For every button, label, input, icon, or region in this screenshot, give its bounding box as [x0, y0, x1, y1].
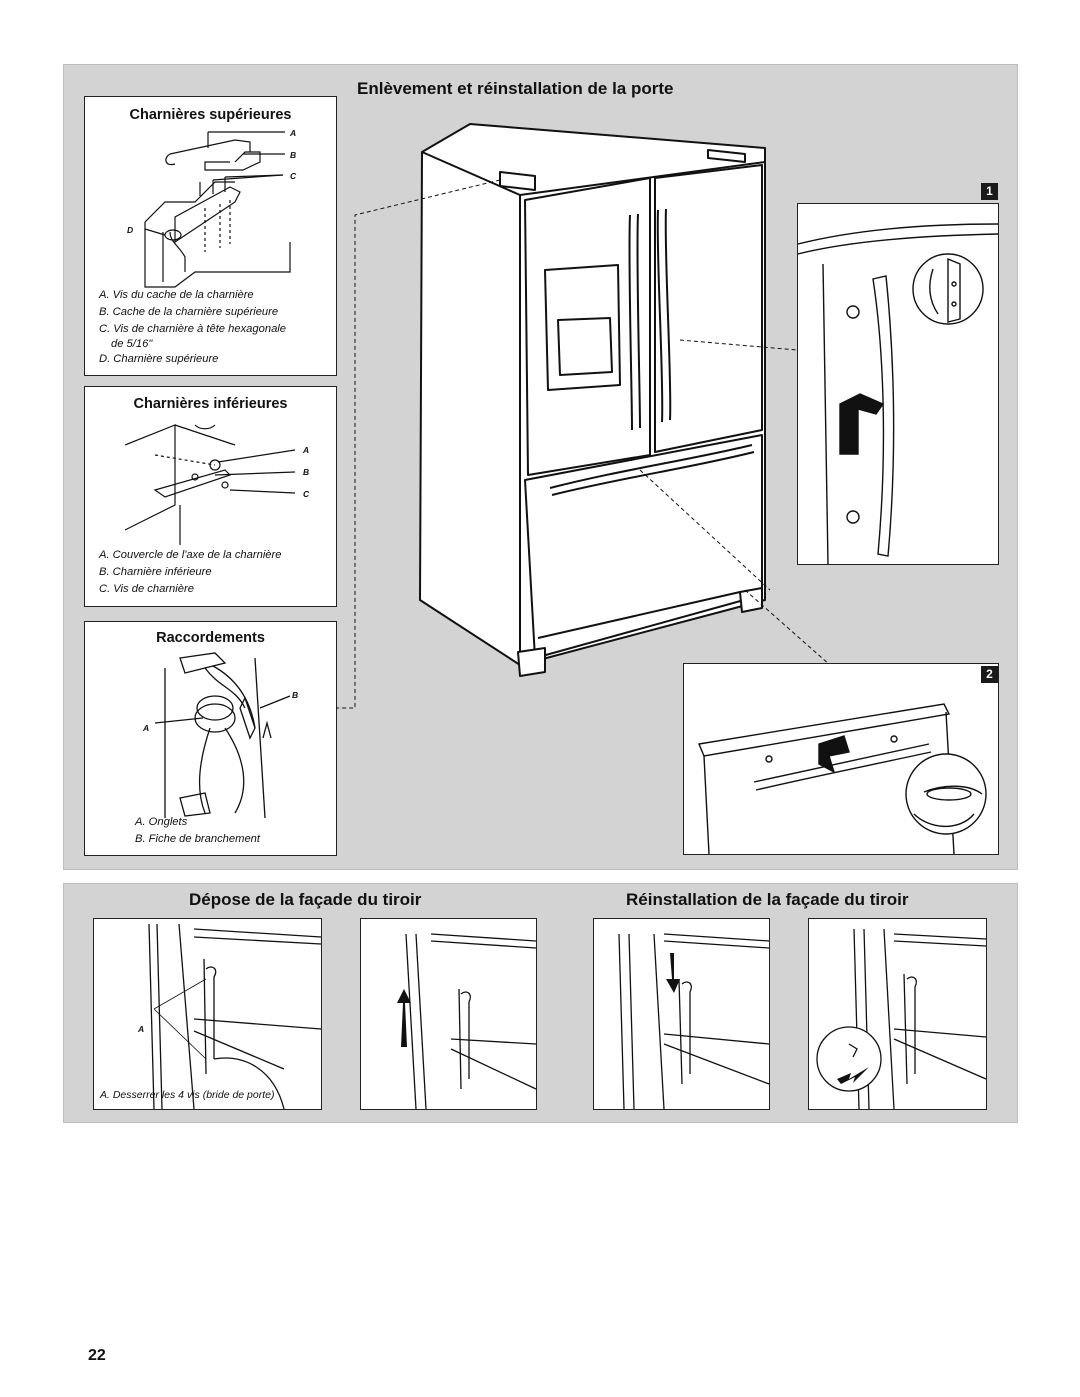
top-hinges-box: Charnières supérieures A B C	[84, 96, 337, 376]
refrigerator-illustration	[336, 123, 831, 709]
legend-item: C. Vis de charnière à tête hexagonale	[99, 323, 286, 335]
drawer-removal-title: Dépose de la façade du tiroir	[189, 890, 422, 909]
bottom-callout-b: B	[303, 467, 309, 477]
drawer-removal-step-1: A A. Desserrer les 4 vis (bride de porte…	[93, 918, 322, 1110]
top-callout-c: C	[290, 171, 297, 181]
drawer-removal-legend: A. Desserrer les 4 vis (bride de porte)	[100, 1089, 275, 1101]
step-2-badge: 2	[981, 666, 998, 683]
drawer-callout-a: A	[137, 1024, 144, 1034]
legend-item: de 5/16"	[111, 338, 153, 350]
legend-item: B. Charnière inférieure	[99, 566, 212, 578]
top-hinge-illustration: A B C D	[127, 128, 297, 288]
legend-item: B. Fiche de branchement	[135, 833, 260, 845]
step-2-illustration	[698, 703, 987, 854]
drawer-reinstall-step-1	[593, 918, 770, 1110]
legend-item: A. Onglets	[135, 816, 188, 828]
drawer-removal-step-2	[360, 918, 537, 1110]
connections-title: Raccordements	[156, 630, 265, 646]
top-hinges-title: Charnières supérieures	[129, 107, 292, 123]
top-callout-a: A	[289, 128, 296, 138]
bottom-callout-c: C	[303, 489, 310, 499]
drawer-reinstall-title: Réinstallation de la façade du tiroir	[626, 890, 909, 909]
connections-illustration: B A	[142, 652, 298, 818]
bottom-hinge-illustration: A B C	[124, 424, 310, 545]
bottom-hinges-box: Charnières inférieures A B C A. Couvercl…	[84, 386, 337, 607]
door-section-title: Enlèvement et réinstallation de la porte	[357, 79, 674, 98]
step-1-box	[797, 203, 999, 565]
step-1-illustration	[798, 223, 998, 564]
bottom-hinges-legend: A. Couvercle de l'axe de la charnière B.…	[99, 547, 281, 598]
legend-item: C. Vis de charnière	[99, 583, 194, 595]
step-2-box	[683, 663, 999, 855]
connections-legend: A. Onglets B. Fiche de branchement	[135, 814, 260, 848]
legend-item: A. Vis du cache de la charnière	[99, 289, 254, 301]
connections-box: Raccordements B A A. Onglets B. Fiche de…	[84, 621, 337, 856]
step-1-badge: 1	[981, 183, 998, 200]
connections-callout-a: A	[142, 723, 149, 733]
page-number: 22	[88, 1347, 106, 1364]
top-callout-d: D	[127, 225, 133, 235]
bottom-hinges-title: Charnières inférieures	[133, 396, 288, 412]
drawer-rail-illustration: A	[137, 923, 321, 1109]
legend-item: D. Charnière supérieure	[99, 353, 219, 365]
connections-callout-b: B	[292, 690, 298, 700]
top-hinges-legend: A. Vis du cache de la charnière B. Cache…	[99, 287, 286, 368]
drawer-reinstall-step-2	[808, 918, 987, 1110]
top-callout-b: B	[290, 150, 296, 160]
drawer-lift-illustration	[397, 933, 536, 1109]
legend-item: B. Cache de la charnière supérieure	[99, 306, 279, 318]
bottom-callout-a: A	[302, 445, 309, 455]
drawer-lower-illustration	[618, 933, 769, 1109]
drawer-tighten-illustration	[816, 928, 986, 1109]
legend-item: A. Couvercle de l'axe de la charnière	[99, 549, 282, 561]
